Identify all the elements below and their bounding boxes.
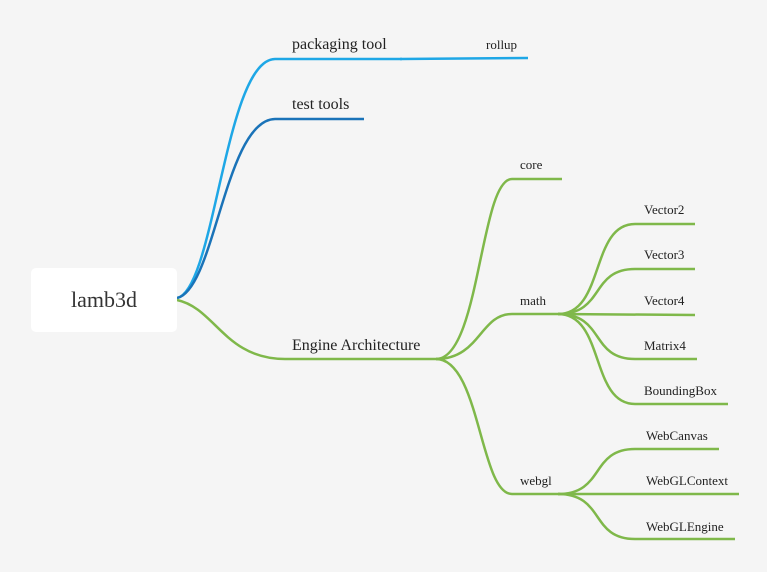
node-boundingbox[interactable]: BoundingBox <box>644 383 717 398</box>
node-rollup[interactable]: rollup <box>486 37 518 52</box>
edge-math-matrix4 <box>557 312 697 361</box>
edge-root-engine <box>176 298 438 361</box>
edge-math-vector2 <box>557 222 695 316</box>
edge-math-vector3 <box>557 267 695 316</box>
node-packaging-tool[interactable]: packaging tool <box>292 36 387 53</box>
node-webcanvas[interactable]: WebCanvas <box>646 428 708 443</box>
edge-root-test <box>176 117 364 300</box>
node-webglengine[interactable]: WebGLEngine <box>646 519 724 534</box>
node-webgl[interactable]: webgl <box>520 473 552 488</box>
edge-engine-math <box>435 312 560 361</box>
edge-root-packaging <box>176 57 402 300</box>
edge-engine-core <box>435 177 562 361</box>
edge-webgl-webglengine <box>557 492 735 541</box>
node-matrix4[interactable]: Matrix4 <box>644 338 686 353</box>
edge-engine-webgl <box>435 357 560 496</box>
edge-webgl-webcanvas <box>557 447 719 496</box>
node-vector4[interactable]: Vector4 <box>644 293 685 308</box>
node-webglcontext[interactable]: WebGLContext <box>646 473 728 488</box>
root-node[interactable]: lamb3d <box>31 268 177 332</box>
node-vector3[interactable]: Vector3 <box>644 247 685 262</box>
root-label: lamb3d <box>71 287 137 312</box>
node-core[interactable]: core <box>520 157 543 172</box>
edge-packaging-rollup <box>399 56 529 61</box>
edge-math-vector4 <box>557 312 696 317</box>
edge-math-boundingbox <box>557 312 728 406</box>
node-engine-architecture[interactable]: Engine Architecture <box>292 337 421 354</box>
node-math[interactable]: math <box>520 293 546 308</box>
node-test-tools[interactable]: test tools <box>292 96 350 113</box>
node-vector2[interactable]: Vector2 <box>644 202 685 217</box>
